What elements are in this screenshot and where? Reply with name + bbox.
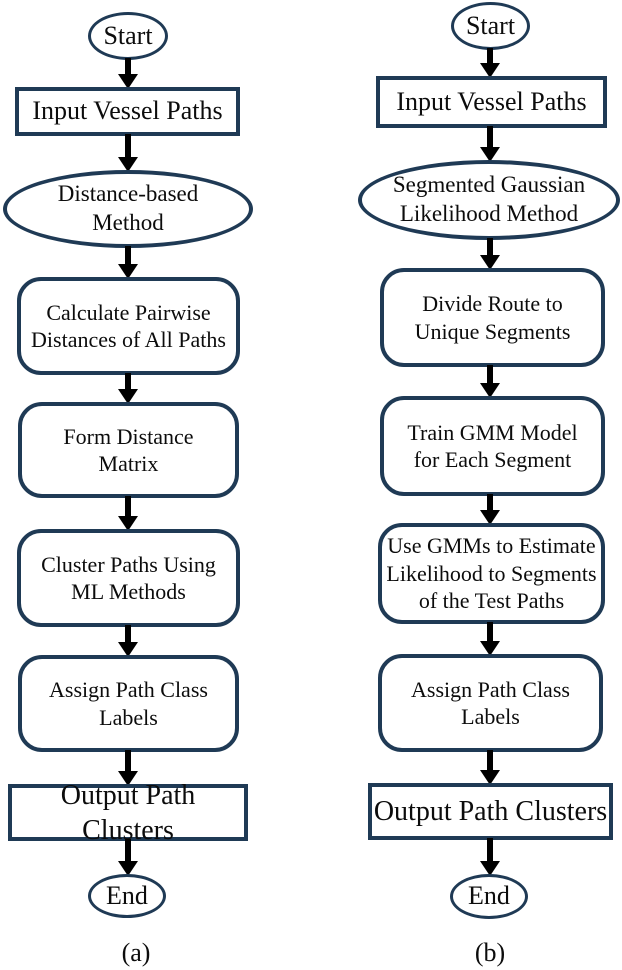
arrow-shaft	[487, 750, 493, 770]
arrow-down-icon	[480, 126, 500, 162]
flow-node-label: Output Path Clusters	[373, 796, 608, 827]
arrow-head	[480, 63, 500, 78]
arrow-shaft	[487, 622, 493, 641]
subfigure-caption-b: (b)	[474, 938, 506, 967]
subfigure-caption-a: (a)	[121, 938, 151, 967]
arrow-down-icon	[480, 494, 500, 525]
arrow-down-icon	[480, 622, 500, 656]
arrow-head	[118, 771, 138, 786]
flow-node-label: Distance-based Method	[57, 181, 199, 235]
arrow-shaft	[125, 839, 131, 861]
flow-b-end-ellipse: End	[450, 874, 528, 919]
arrow-shaft	[125, 373, 131, 389]
arrow-down-icon	[118, 839, 138, 876]
arrow-down-icon	[118, 625, 138, 657]
flow-b-train-gmm-model: Train GMM Model for Each Segment	[380, 396, 605, 496]
arrow-shaft	[487, 365, 493, 383]
arrow-head	[480, 641, 500, 656]
arrow-down-icon	[480, 48, 500, 78]
arrow-down-icon	[480, 838, 500, 876]
arrow-down-icon	[480, 238, 500, 270]
flow-a-form-distance-matrix: Form Distance Matrix	[18, 402, 239, 498]
arrow-head	[118, 861, 138, 876]
flow-node-label: Train GMM Model for Each Segment	[407, 419, 578, 473]
flow-b-input-vessel-paths: Input Vessel Paths	[376, 76, 607, 128]
arrow-down-icon	[480, 365, 500, 398]
arrow-head	[118, 516, 138, 531]
arrow-shaft	[125, 58, 131, 74]
flow-node-label: Input Vessel Paths	[396, 86, 587, 116]
arrow-head	[480, 510, 500, 525]
arrow-shaft	[487, 238, 493, 255]
arrow-down-icon	[118, 246, 138, 279]
arrow-head	[480, 255, 500, 270]
flow-a-input-vessel-paths: Input Vessel Paths	[15, 87, 240, 136]
flow-b-output-path-clusters: Output Path Clusters	[368, 783, 613, 840]
arrow-down-icon	[118, 750, 138, 786]
arrow-down-icon	[480, 750, 500, 785]
flow-b-assign-path-class-labels: Assign Path Class Labels	[378, 654, 603, 752]
arrow-head	[118, 389, 138, 404]
flow-b-divide-route-segments: Divide Route to Unique Segments	[380, 268, 605, 367]
flow-node-label: Divide Route to Unique Segments	[414, 291, 571, 344]
flow-node-label: Output Path Clusters	[60, 779, 196, 846]
arrow-down-icon	[118, 373, 138, 404]
arrow-shaft	[487, 48, 493, 63]
flow-a-cluster-paths-ml: Cluster Paths Using ML Methods	[17, 529, 240, 627]
flow-node-label: Input Vessel Paths	[32, 96, 223, 126]
arrow-head	[480, 147, 500, 162]
arrow-shaft	[487, 494, 493, 510]
flow-node-label: Assign Path Class Labels	[49, 677, 208, 730]
flow-node-label: Start	[103, 20, 153, 50]
flow-node-label: Assign Path Class Labels	[411, 676, 570, 730]
arrow-down-icon	[118, 134, 138, 172]
arrow-down-icon	[118, 496, 138, 531]
arrow-head	[480, 770, 500, 785]
arrow-shaft	[487, 126, 493, 147]
flow-a-end-ellipse: End	[88, 874, 166, 918]
flow-node-label: Use GMMs to Estimate Likelihood to Segme…	[386, 533, 597, 614]
arrow-head	[480, 383, 500, 398]
flow-node-label: End	[106, 880, 148, 910]
flow-a-calculate-pairwise-distances: Calculate Pairwise Distances of All Path…	[17, 277, 240, 375]
arrow-shaft	[125, 625, 131, 642]
flow-node-label: Calculate Pairwise Distances of All Path…	[31, 299, 226, 353]
arrow-head	[480, 861, 500, 876]
arrow-down-icon	[118, 58, 138, 89]
flow-b-use-gmms-estimate-likelihood: Use GMMs to Estimate Likelihood to Segme…	[378, 523, 605, 624]
flow-node-label: Cluster Paths Using ML Methods	[41, 551, 216, 605]
flow-node-label: End	[468, 881, 510, 911]
arrow-shaft	[125, 750, 131, 771]
flow-a-distance-based-method-ellipse: Distance-based Method	[3, 170, 253, 248]
flow-a-assign-path-class-labels: Assign Path Class Labels	[18, 655, 239, 752]
flow-a-output-path-clusters: Output Path Clusters	[8, 780, 248, 846]
arrow-shaft	[125, 246, 131, 264]
arrow-shaft	[487, 838, 493, 861]
flow-b-start-ellipse: Start	[451, 2, 530, 50]
arrow-shaft	[125, 496, 131, 516]
flow-node-label: Start	[465, 10, 516, 40]
flow-b-segmented-gaussian-likelihood-ellipse: Segmented Gaussian Likelihood Method	[358, 160, 620, 240]
arrow-head	[118, 642, 138, 657]
flow-node-label: Form Distance Matrix	[63, 423, 194, 477]
arrow-head	[118, 264, 138, 279]
arrow-shaft	[125, 134, 131, 157]
flow-a-start-ellipse: Start	[88, 12, 168, 60]
arrow-head	[118, 74, 138, 89]
flow-node-label: Segmented Gaussian Likelihood Method	[392, 172, 586, 226]
arrow-head	[118, 157, 138, 172]
